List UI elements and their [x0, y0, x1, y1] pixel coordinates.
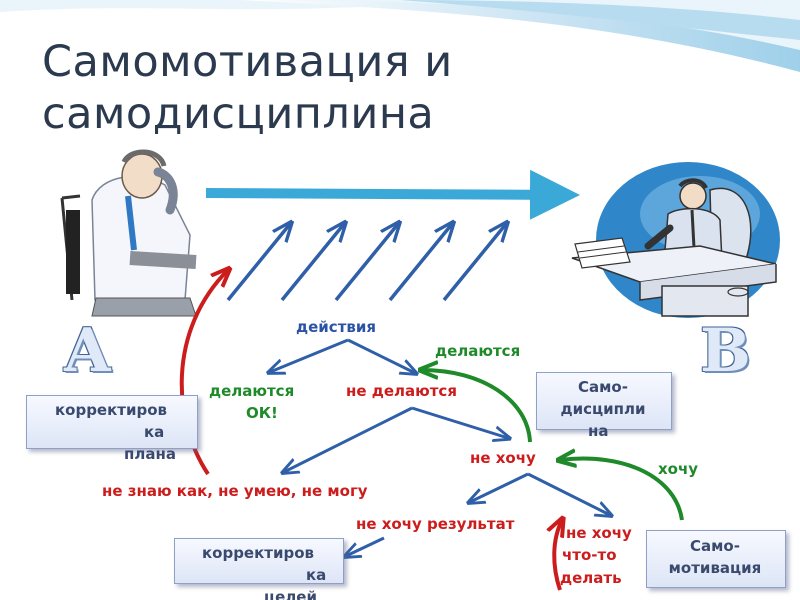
box-correct-goal-text: корректиров ка целей	[174, 542, 342, 600]
box-self-discipline-line-3: на	[588, 422, 609, 440]
box-correct-goal	[174, 538, 344, 584]
box-correct-plan-line-2: ка	[144, 423, 165, 441]
point-b-label: B	[700, 316, 751, 386]
box-self-motivation-line-1: Само-	[690, 537, 740, 555]
point-a-label: A	[64, 316, 111, 386]
label-dont-want-result: не хочу результат	[356, 515, 515, 533]
box-self-discipline-text: Само- дисципли на	[536, 376, 670, 442]
box-correct-goal-line-1: корректиров	[201, 544, 315, 562]
page-title: Самомотивация и самодисциплина	[42, 36, 453, 140]
box-correct-plan	[26, 395, 198, 449]
box-self-motivation-text: Само- мотивация	[646, 535, 784, 579]
title-line-1: Самомотивация и	[42, 37, 453, 87]
box-correct-goal-line-2: ка	[306, 566, 327, 584]
label-done: делаются	[435, 342, 521, 360]
green-arrow-want	[560, 459, 684, 521]
box-self-motivation-line-2: мотивация	[668, 559, 762, 577]
label-want: хочу	[658, 460, 699, 478]
label-not-done: не делаются	[346, 382, 457, 400]
label-actions: действия	[296, 318, 377, 336]
label-done-ok: делаются	[209, 382, 295, 400]
red-arrow-do	[554, 520, 562, 591]
red-arrow-plan	[179, 270, 228, 476]
label-dont-want-do-3: делать	[560, 569, 622, 587]
green-arrow-done	[422, 370, 532, 443]
box-self-discipline	[536, 372, 672, 430]
step-arrows	[226, 224, 506, 302]
label-dont-know: не знаю как, не умею, не могу	[102, 482, 368, 500]
box-self-motivation	[646, 530, 786, 588]
box-correct-plan-text: корректиров ка плана	[26, 399, 196, 465]
box-self-discipline-line-1: Само-	[578, 378, 628, 396]
box-correct-plan-line-1: корректиров	[54, 401, 168, 419]
box-self-discipline-line-2: дисципли	[560, 400, 646, 418]
label-dont-want-do-1: не хочу	[566, 524, 632, 542]
tree-arrows	[270, 338, 610, 556]
box-correct-plan-line-3: плана	[124, 445, 176, 463]
box-correct-goal-line-3: целей	[264, 588, 317, 600]
title-line-2: самодисциплина	[42, 89, 435, 139]
label-ok: ОК!	[246, 404, 278, 422]
label-dont-want-do-2: что-то	[562, 546, 617, 564]
main-arrow	[205, 169, 580, 220]
label-dont-want: не хочу	[470, 449, 536, 467]
